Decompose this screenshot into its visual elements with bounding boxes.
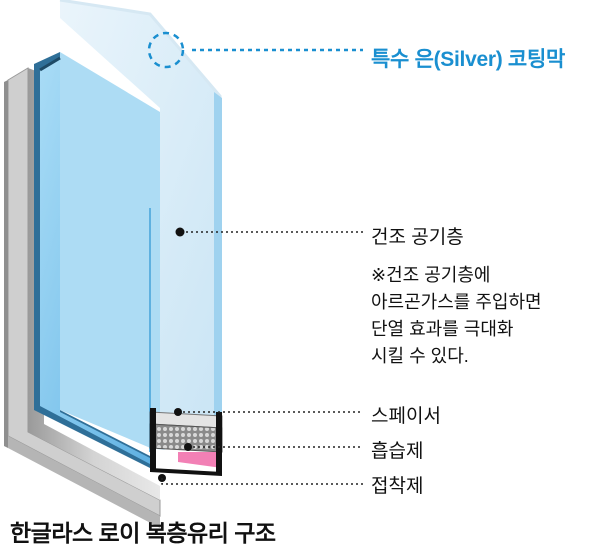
note-line: 시킬 수 있다. — [371, 346, 469, 366]
diagram-title: 한글라스 로이 복층유리 구조 — [10, 520, 276, 546]
spacer-label: 스페이서 — [371, 406, 441, 427]
coating-marker — [147, 31, 185, 69]
argon-note: ※건조 공기층에 아르곤가스를 주입하면 단열 효과를 극대화 시킬 수 있다. — [371, 262, 542, 370]
air-layer-label: 건조 공기층 — [371, 227, 464, 248]
coating-label: 특수 은(Silver) 코팅막 — [371, 48, 565, 71]
note-line: 아르곤가스를 주입하면 — [371, 292, 542, 312]
spacer-dot — [174, 408, 182, 416]
adhesive-leader — [161, 478, 363, 485]
desiccant-label: 흡습제 — [371, 441, 424, 462]
leader-lines — [158, 48, 363, 485]
spacer-assembly — [149, 408, 223, 476]
front-glass-pane — [34, 52, 160, 468]
note-line: ※건조 공기층에 — [371, 265, 491, 285]
note-line: 단열 효과를 극대화 — [371, 319, 514, 339]
desiccant-dot — [184, 443, 192, 451]
air-layer-dot — [175, 227, 185, 237]
adhesive-label: 접착제 — [371, 476, 424, 497]
rear-glass-pane — [59, 0, 222, 452]
